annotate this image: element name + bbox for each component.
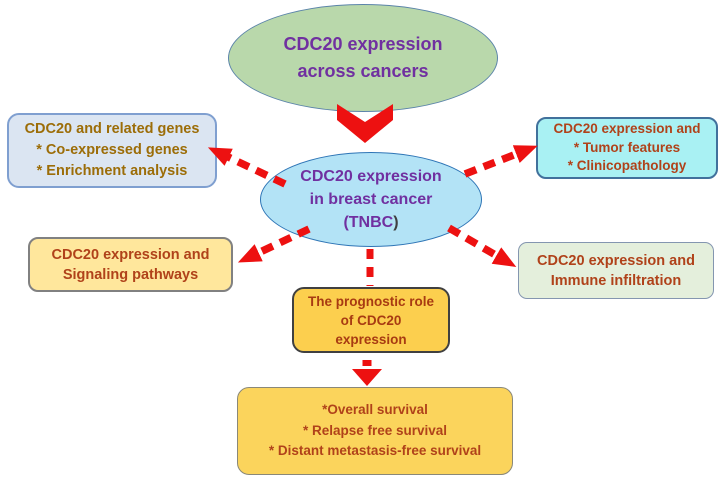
tumor-features-line2: * Tumor features xyxy=(573,139,681,155)
box-signaling-pathways: CDC20 expression and Signaling pathways xyxy=(28,237,233,292)
tumor-features-line1: CDC20 expression and xyxy=(553,121,701,137)
center-ellipse-line1: CDC20 expression xyxy=(300,168,442,185)
top-ellipse-cdc20-across-cancers: CDC20 expression across cancers xyxy=(228,4,498,112)
survival-line1: *Overall survival xyxy=(322,402,428,418)
solid-down-arrow-icon xyxy=(352,369,382,386)
center-ellipse-cdc20-breast-cancer: CDC20 expression in breast cancer (TNBC) xyxy=(260,152,482,247)
signaling-line1: CDC20 expression and xyxy=(51,246,210,263)
immune-line1: CDC20 expression and xyxy=(537,252,695,269)
box-prognostic-role: The prognostic role of CDC20 expression xyxy=(292,287,450,353)
box-immune-infiltration: CDC20 expression and Immune infiltration xyxy=(518,242,714,299)
related-genes-line3: * Enrichment analysis xyxy=(36,163,188,179)
immune-line2: Immune infiltration xyxy=(550,272,682,289)
survival-line2: * Relapse free survival xyxy=(302,422,448,438)
box-related-genes: CDC20 and related genes * Co-expressed g… xyxy=(7,113,217,188)
prognostic-line3: expression xyxy=(335,331,407,347)
prognostic-line1: The prognostic role xyxy=(307,293,434,309)
center-ellipse-line3: (TNBC) xyxy=(343,211,398,234)
box-tumor-features: CDC20 expression and * Tumor features * … xyxy=(536,117,718,179)
top-ellipse-line2: across cancers xyxy=(297,61,429,81)
tumor-features-line3: * Clinicopathology xyxy=(567,158,687,174)
related-genes-line2: * Co-expressed genes xyxy=(36,142,188,158)
box-survival-outcomes: *Overall survival * Relapse free surviva… xyxy=(237,387,513,475)
signaling-line2: Signaling pathways xyxy=(62,266,199,283)
dashed-arrow-to-immune xyxy=(447,224,517,268)
related-genes-line1: CDC20 and related genes xyxy=(24,121,200,137)
top-ellipse-line1: CDC20 expression xyxy=(283,34,443,54)
tnbc-label: (TNBC xyxy=(343,214,394,231)
dashed-arrow-to-tumor-features xyxy=(463,145,538,178)
center-ellipse-line2: in breast cancer xyxy=(309,191,433,208)
survival-line3: * Distant metastasis-free survival xyxy=(268,443,482,459)
tnbc-close-paren: ) xyxy=(393,214,399,231)
prognostic-line2: of CDC20 xyxy=(340,312,402,328)
